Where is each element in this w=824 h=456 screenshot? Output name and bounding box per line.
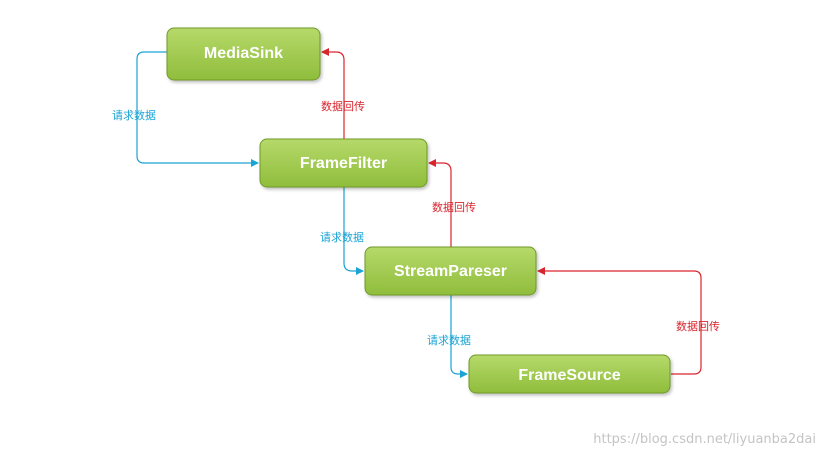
edge-label-return-3: 数据回传 xyxy=(676,319,720,333)
edge-label-return-2: 数据回传 xyxy=(432,200,476,214)
node-framesource: FrameSource xyxy=(468,354,671,394)
request-edge-framefilter-to-streampareser xyxy=(343,187,364,275)
request-edge-streampareser-to-framesource xyxy=(450,295,468,378)
node-label-mediasink: MediaSink xyxy=(204,45,283,62)
edge-label-request-2: 请求数据 xyxy=(320,230,364,244)
node-label-framefilter: FrameFilter xyxy=(300,155,387,172)
node-label-streampareser: StreamPareser xyxy=(394,263,507,280)
return-edge-framesource-to-streampareser xyxy=(537,267,702,375)
node-framefilter: FrameFilter xyxy=(259,138,428,188)
node-streampareser: StreamPareser xyxy=(364,246,537,296)
edge-label-return-1: 数据回传 xyxy=(321,99,365,113)
watermark-text: https://blog.csdn.net/liyuanba2dai xyxy=(593,432,816,447)
return-edge-streampareser-to-framefilter xyxy=(428,159,452,247)
edge-label-request-3: 请求数据 xyxy=(427,333,471,347)
edge-label-request-1: 请求数据 xyxy=(112,108,156,122)
node-label-framesource: FrameSource xyxy=(518,367,620,384)
request-edge-mediasink-to-framefilter xyxy=(136,51,259,167)
return-edge-framefilter-to-mediasink xyxy=(321,48,345,139)
node-mediasink: MediaSink xyxy=(166,27,321,81)
